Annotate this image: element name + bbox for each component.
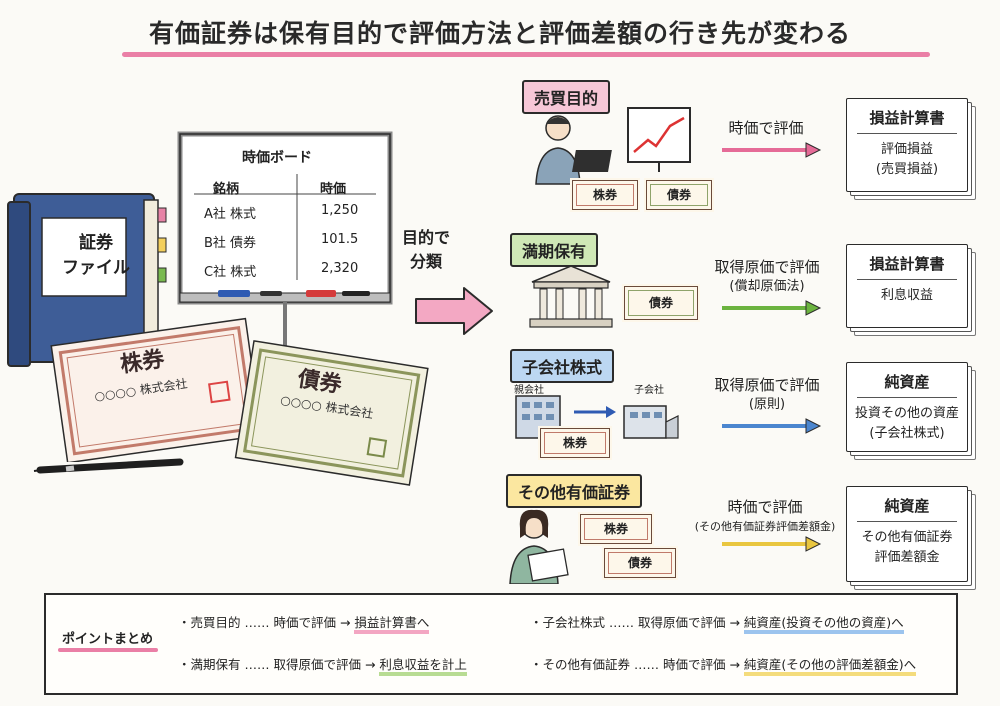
summary-row-destination: 純資産(投資その他の資産)へ: [743, 615, 904, 634]
report-body: 利息収益: [847, 286, 967, 306]
classify-label-line1: 目的で: [402, 228, 451, 247]
parent-company-label: 親会社: [514, 385, 544, 396]
summary-label: ポイントまとめ: [62, 632, 154, 647]
report-line1: その他有価証券: [861, 530, 953, 545]
whiteboard-row-name: A社 株式: [204, 207, 257, 222]
method-label-subsidiary-stock: 取得原価で評価 (原則): [712, 376, 822, 414]
pen-icon: [33, 458, 184, 474]
summary-row-destination: 損益計算書へ: [354, 615, 430, 634]
whiteboard-icon: [177, 131, 393, 368]
arrow-icon-pink: [722, 142, 822, 158]
method-label-trading: 時価で評価: [706, 119, 826, 139]
report-income-statement: 損益計算書 利息収益: [846, 244, 968, 328]
binder-label-line1: 証券: [79, 233, 113, 253]
whiteboard-row-price: 101.5: [321, 232, 359, 247]
method-line1: 取得原価で評価: [714, 376, 820, 394]
method-line2: (原則): [748, 397, 786, 412]
report-line2: (子会社株式): [869, 426, 945, 441]
mini-certificate-bond: 債券: [622, 284, 700, 322]
report-rule: [857, 279, 957, 280]
report-title: 損益計算書: [869, 109, 945, 127]
summary-row-category: ・売買目的 ……: [178, 615, 270, 630]
summary-row: ・満期保有 …… 取得原価で評価 → 利息収益を計上: [178, 654, 467, 676]
classify-label-line2: 分類: [410, 252, 443, 271]
report-line1: 評価損益: [880, 142, 933, 157]
summary-label-underline: [58, 648, 158, 652]
binder-label-line2: ファイル: [62, 258, 130, 278]
binder-label: 証券 ファイル: [56, 231, 136, 281]
summary-row-category: ・満期保有 ……: [178, 657, 270, 672]
whiteboard-title: 時価ボード: [242, 150, 312, 166]
report-rule: [857, 397, 957, 398]
summary-row-method: 取得原価で評価 →: [637, 615, 740, 630]
method-line1: 時価で評価: [727, 498, 803, 516]
method-line1: 取得原価で評価: [714, 258, 820, 276]
whiteboard-col-price: 時価: [320, 182, 347, 197]
binder-icon: [7, 193, 167, 367]
report-line1: 利息収益: [880, 288, 933, 303]
woman-reading-icon: [509, 509, 569, 584]
title-underline: [122, 52, 930, 57]
report-body: 評価損益 (売買損益): [847, 140, 967, 180]
mini-certificate-stock: 株券: [578, 512, 654, 546]
category-label-trading: 売買目的: [522, 80, 611, 114]
category-label-held-to-maturity: 満期保有: [510, 233, 599, 267]
summary-row-method: 取得原価で評価 →: [273, 657, 376, 672]
report-body: その他有価証券 評価差額金: [847, 528, 967, 568]
report-title: 損益計算書: [869, 255, 945, 273]
report-title: 純資産: [884, 497, 930, 515]
trader-at-computer-icon: [535, 107, 691, 185]
mini-certificate-stock: 株券: [570, 178, 640, 212]
report-line2: 評価差額金: [874, 550, 940, 565]
mini-certificate-stock: 株券: [538, 426, 612, 460]
bond-certificate-icon: [234, 340, 429, 486]
category-label-other-securities: その他有価証券: [506, 474, 643, 508]
method-label-held-to-maturity: 取得原価で評価 (償却原価法): [712, 258, 822, 296]
report-body: 投資その他の資産 (子会社株式): [847, 404, 967, 444]
method-line1: 時価で評価: [728, 119, 804, 137]
summary-row-category: ・その他有価証券 ……: [530, 657, 659, 672]
summary-row: ・売買目的 …… 時価で評価 → 損益計算書へ: [178, 612, 430, 634]
bank-building-icon: [529, 265, 613, 328]
summary-row-method: 時価で評価 →: [273, 615, 351, 630]
whiteboard-row-price: 2,320: [321, 261, 359, 276]
summary-box: [44, 593, 958, 695]
summary-row-method: 時価で評価 →: [662, 657, 740, 672]
category-label-subsidiary-stock: 子会社株式: [510, 349, 615, 383]
arrow-icon-green: [722, 300, 822, 316]
stock-certificate-title: 株券: [118, 347, 166, 378]
whiteboard-row-name: C社 株式: [204, 265, 257, 280]
report-rule: [857, 133, 957, 134]
report-line2: (売買損益): [875, 162, 939, 177]
subsidiary-label: 子会社: [634, 385, 664, 396]
report-income-statement: 損益計算書 評価損益 (売買損益): [846, 98, 968, 192]
report-net-assets: 純資産 投資その他の資産 (子会社株式): [846, 362, 968, 452]
report-title: 純資産: [884, 373, 930, 391]
classify-label: 目的で 分類: [402, 226, 450, 274]
report-line1: 投資その他の資産: [854, 406, 959, 421]
summary-row-destination: 利息収益を計上: [379, 657, 467, 676]
whiteboard-col-name: 銘柄: [213, 182, 240, 197]
summary-row-category: ・子会社株式 ……: [530, 615, 634, 630]
mini-certificate-bond: 債券: [644, 178, 714, 212]
arrow-icon-blue: [722, 418, 822, 434]
stock-certificate-icon: [50, 317, 263, 462]
page-title: 有価証券は保有目的で評価方法と評価差額の行き先が変わる: [148, 19, 851, 48]
pink-arrow-icon: [415, 287, 493, 335]
method-label-other-securities: 時価で評価 (その他有価証券評価差額金): [690, 498, 840, 536]
report-net-assets: 純資産 その他有価証券 評価差額金: [846, 486, 968, 582]
summary-row: ・その他有価証券 …… 時価で評価 → 純資産(その他の評価差額金)へ: [530, 654, 917, 676]
method-line2: (償却原価法): [729, 279, 805, 294]
whiteboard-row-price: 1,250: [321, 203, 359, 218]
mini-certificate-bond: 債券: [602, 546, 678, 580]
method-line2: (その他有価証券評価差額金): [694, 520, 836, 533]
summary-row-destination: 純資産(その他の評価差額金)へ: [743, 657, 917, 676]
report-rule: [857, 521, 957, 522]
summary-row: ・子会社株式 …… 取得原価で評価 → 純資産(投資その他の資産)へ: [530, 612, 904, 634]
whiteboard-row-name: B社 債券: [204, 236, 257, 251]
arrow-icon-yellow: [722, 536, 822, 552]
